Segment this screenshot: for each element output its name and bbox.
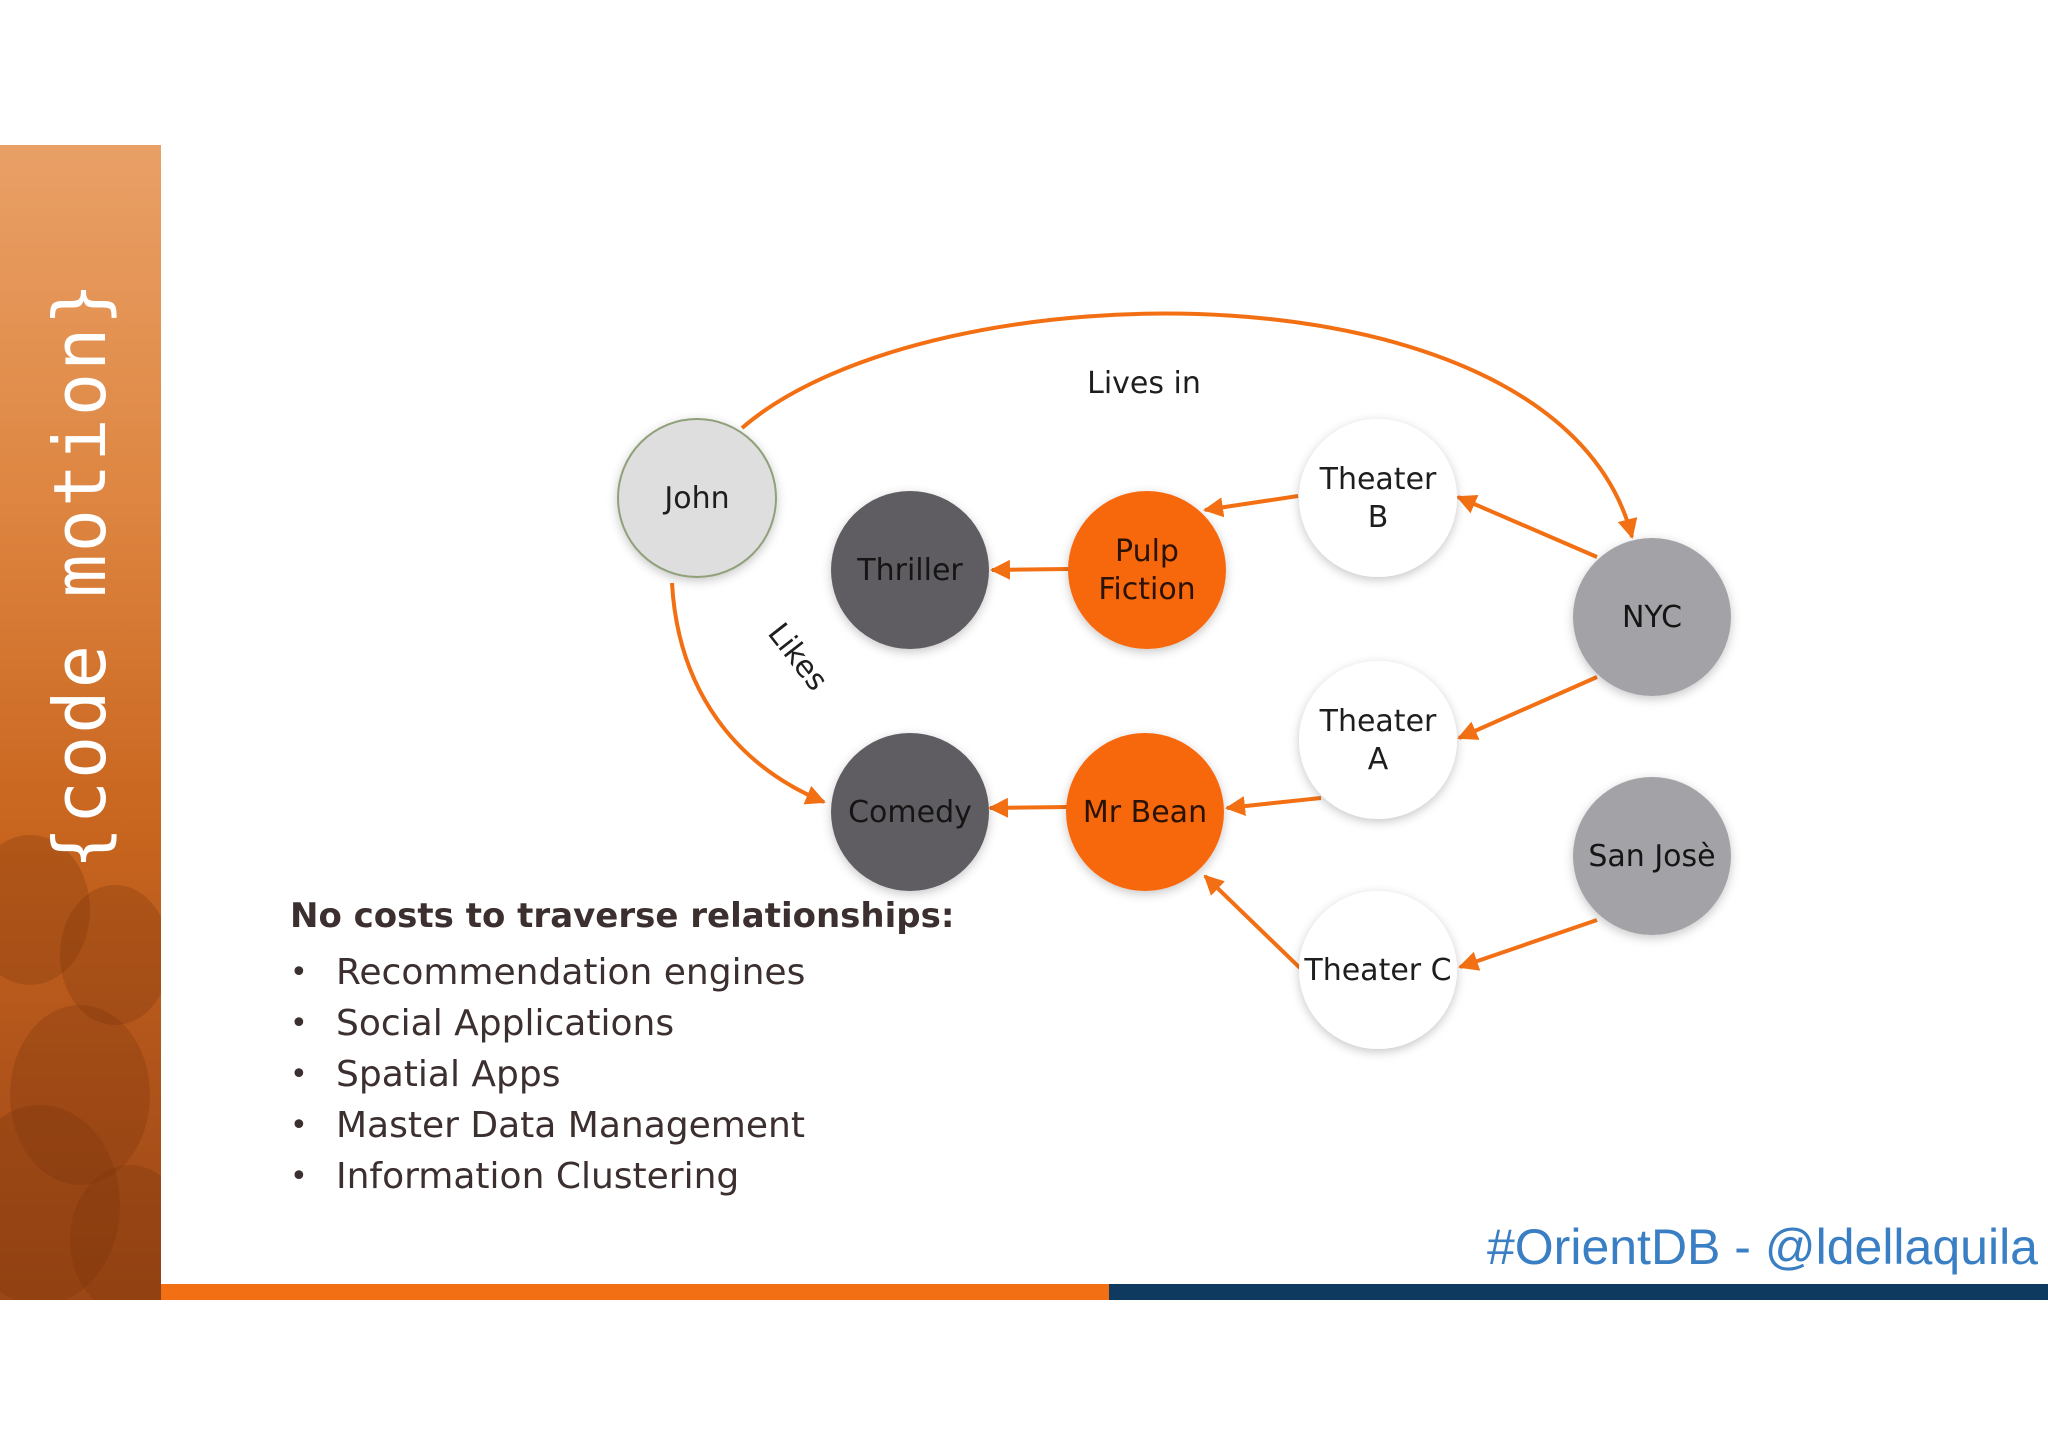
edge-mr-bean-to-comedy bbox=[988, 797, 1069, 818]
node-label-line: Comedy bbox=[848, 795, 972, 830]
node-circle bbox=[831, 733, 989, 891]
bullet-item: • Social Applications bbox=[290, 998, 954, 1049]
bullet-text: Social Applications bbox=[336, 1003, 675, 1044]
edge-theater-c-to-mr-bean bbox=[1203, 874, 1302, 970]
node-circle bbox=[617, 418, 777, 578]
bullet-item: • Recommendation engines bbox=[290, 947, 954, 998]
bullet-icon: • bbox=[290, 1006, 308, 1041]
node-circle bbox=[1066, 733, 1224, 891]
node-label-line: A bbox=[1368, 742, 1389, 777]
node-circle bbox=[1573, 777, 1731, 935]
node-label: Comedy bbox=[848, 795, 972, 830]
edge-theater-b-to-pulp-fiction bbox=[1203, 494, 1299, 518]
edge-san-jose-to-theater-c bbox=[1458, 918, 1598, 971]
node-label-line: John bbox=[662, 481, 729, 516]
hashtag-footer: #OrientDB - @ldellaquila bbox=[1486, 1219, 2038, 1275]
edge-label-likes: Likes bbox=[760, 617, 834, 698]
node-label-line: Theater bbox=[1319, 704, 1437, 739]
footer-bar-navy bbox=[1109, 1284, 2048, 1300]
side-banner: {code motion} bbox=[0, 145, 161, 1300]
bullet-text: Recommendation engines bbox=[336, 952, 806, 993]
bullet-item: • Master Data Management bbox=[290, 1100, 954, 1151]
notes-bullet-list: • Recommendation engines • Social Applicat… bbox=[290, 947, 954, 1202]
bullet-text: Spatial Apps bbox=[336, 1054, 561, 1095]
node-label-line: Theater bbox=[1319, 462, 1437, 497]
node-nyc: NYC bbox=[1573, 538, 1731, 696]
edge-pulp-fiction-to-thriller bbox=[990, 559, 1069, 580]
node-thriller: Thriller bbox=[831, 491, 989, 649]
edge-theater-a-to-mr-bean bbox=[1225, 796, 1322, 817]
node-label: Theater C bbox=[1303, 953, 1451, 988]
edge-john-to-nyc bbox=[740, 311, 1638, 539]
node-label-line: B bbox=[1368, 500, 1389, 535]
node-label-line: Theater C bbox=[1303, 953, 1451, 988]
node-label: San Josè bbox=[1588, 839, 1715, 874]
node-john: John bbox=[617, 418, 777, 578]
node-theater-c: Theater C bbox=[1299, 891, 1457, 1049]
notes-heading: No costs to traverse relationships: bbox=[290, 896, 955, 936]
bullet-icon: • bbox=[290, 1057, 308, 1092]
node-label-line: Pulp bbox=[1115, 534, 1179, 569]
node-label-line: Fiction bbox=[1098, 572, 1195, 607]
notes-block: No costs to traverse relationships: • Rec… bbox=[290, 896, 954, 1202]
node-label-line: NYC bbox=[1622, 600, 1682, 635]
bullet-text: Master Data Management bbox=[336, 1105, 805, 1146]
node-circle bbox=[1068, 491, 1226, 649]
edge-nyc-to-theater-b bbox=[1456, 494, 1598, 559]
edge-label-lives-in: Lives in bbox=[1087, 366, 1201, 401]
node-comedy: Comedy bbox=[831, 733, 989, 891]
node-san-jose: San Josè bbox=[1573, 777, 1731, 935]
node-label: Mr Bean bbox=[1083, 795, 1207, 830]
node-label-line: Thriller bbox=[856, 553, 963, 588]
bullet-item: • Spatial Apps bbox=[290, 1049, 954, 1100]
footer-bar-orange bbox=[161, 1284, 1109, 1300]
bullet-text: Information Clustering bbox=[336, 1156, 740, 1197]
bullet-item: • Information Clustering bbox=[290, 1151, 954, 1202]
node-circle bbox=[1299, 891, 1457, 1049]
crowd-photo-shape bbox=[60, 885, 161, 1025]
node-label: Thriller bbox=[856, 553, 963, 588]
node-circle bbox=[1573, 538, 1731, 696]
node-mr-bean: Mr Bean bbox=[1066, 733, 1224, 891]
node-circle bbox=[1299, 419, 1457, 577]
node-label: John bbox=[662, 481, 729, 516]
node-label-line: San Josè bbox=[1588, 839, 1715, 874]
bullet-icon: • bbox=[290, 955, 308, 990]
bullet-icon: • bbox=[290, 1159, 308, 1194]
node-label-line: Mr Bean bbox=[1083, 795, 1207, 830]
bullet-icon: • bbox=[290, 1108, 308, 1143]
node-label: NYC bbox=[1622, 600, 1682, 635]
edge-nyc-to-theater-a bbox=[1457, 675, 1598, 740]
node-circle bbox=[1299, 661, 1457, 819]
node-circle bbox=[831, 491, 989, 649]
edge-john-to-comedy bbox=[670, 582, 826, 805]
crowd-photo-shape bbox=[10, 1005, 150, 1185]
